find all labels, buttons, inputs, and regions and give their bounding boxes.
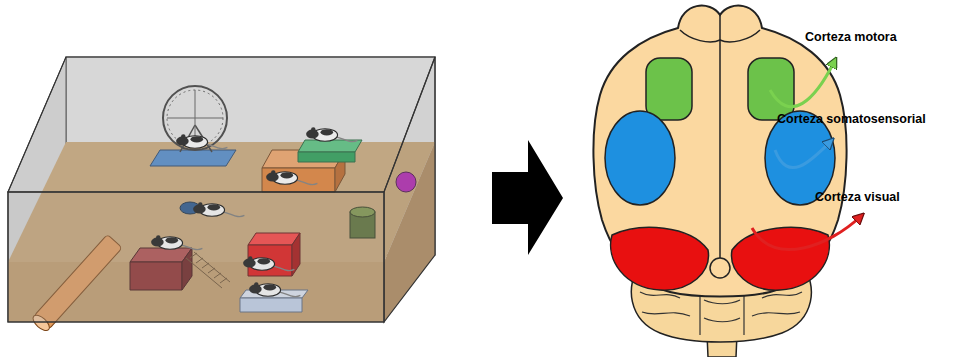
rat-brain [593,6,846,357]
region-label: Corteza visual [815,190,900,205]
leader-arrow [770,62,834,107]
leader-arrow [775,142,830,168]
leader-arrow [752,217,860,249]
region-label: Corteza motora [805,30,897,45]
big-arrow [492,140,563,255]
region-label: Corteza somatosensorial [777,112,926,127]
enriched-cage [8,57,435,333]
